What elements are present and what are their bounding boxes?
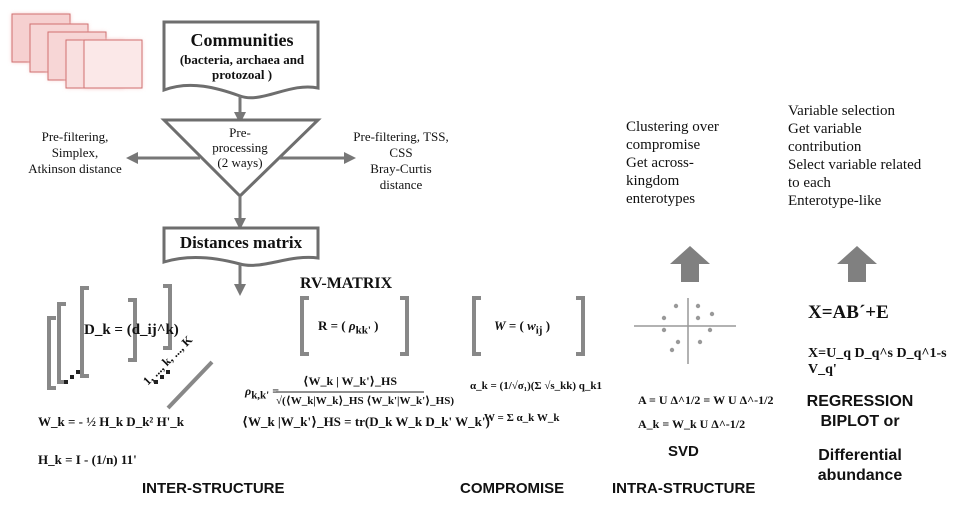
var-line1: Variable selection (788, 103, 896, 119)
up-arrow-regression (837, 246, 877, 282)
svd-scatter-plot (634, 298, 736, 364)
h-formula: H_k = I - (1/n) 11' (38, 452, 137, 467)
rho-numerator: ⟨W_k | W_k'⟩_HS (302, 374, 398, 388)
clustering-line1: Clustering over (626, 119, 719, 135)
clustering-line2: compromise (626, 137, 701, 153)
rho-lhs-symbol: ρ (245, 384, 252, 398)
compromise-W: W (494, 318, 506, 333)
var-line6: Enterotype-like (788, 193, 882, 209)
var-line2: Get variable (788, 121, 862, 137)
compromise-w-formula: W = ( wij ) (494, 318, 551, 337)
rv-R: R (318, 318, 328, 333)
w-formula: W_k = - ½ H_k D_k² H'_k (38, 414, 185, 429)
regression-label-line2: BIPLOT or (820, 413, 900, 430)
variable-selection-text: Variable selection Get variable contribu… (788, 102, 921, 210)
up-arrow-intra (670, 246, 710, 282)
var-line3: contribution (788, 139, 862, 155)
regression-label-line1: REGRESSION (806, 393, 914, 410)
rv-matrix-formula: R = ( ρkk' ) (318, 318, 379, 337)
left-branch-line3: Atkinson distance (28, 161, 122, 176)
preprocessing-label: Pre- processing (2 ways) (200, 125, 280, 170)
w-sum-formula: W = Σ α_k W_k (484, 412, 560, 424)
var-line5: to each (788, 175, 831, 191)
right-branch-line2: CSS (389, 145, 413, 160)
x-formula-2: X=U_q D_q^s D_q^1-s V_q' (808, 346, 947, 377)
alpha-formula: α_k = (1/√σ₁)(Σ √s_kk) q_k1 (470, 380, 603, 392)
left-branch-text: Pre-filtering, Simplex, Atkinson distanc… (10, 129, 140, 177)
differential-label-line2: abundance (817, 467, 903, 484)
clustering-line4: kingdom (626, 173, 680, 189)
inner-product-formula: ⟨W_k |W_k'⟩_HS = tr(D_k W_k D_k' W_k') (242, 414, 490, 429)
clustering-line5: enterotypes (626, 191, 696, 207)
right-branch-text: Pre-filtering, TSS, CSS Bray-Curtis dist… (336, 129, 466, 193)
svd-label: SVD (668, 443, 699, 460)
var-line4: Select variable related (788, 157, 922, 173)
stacked-matrices-icon (11, 13, 143, 89)
diagonal-arrow (166, 360, 214, 410)
ellipsis-dots (64, 370, 170, 384)
x-formula: X=AB´+E (808, 302, 889, 323)
compromise-w-sub: ij (535, 324, 543, 337)
communities-subtitle-line1: (bacteria, archaea and (179, 52, 305, 67)
regression-label: REGRESSION BIPLOT or (800, 392, 920, 432)
right-branch-line3: Bray-Curtis (370, 161, 432, 176)
rho-denominator: √(⟨W_k|W_k⟩_HS ⟨W_k'|W_k'⟩_HS) (276, 395, 454, 407)
preprocessing-line3: (2 ways) (217, 155, 263, 170)
distances-title: Distances matrix (179, 233, 303, 252)
differential-label-line1: Differential (818, 447, 902, 464)
stacked-matrix-brackets (47, 284, 172, 390)
inter-structure-label: INTER-STRUCTURE (142, 480, 285, 497)
rv-matrix-title: RV-MATRIX (300, 275, 393, 292)
left-branch-line2: Simplex, (51, 145, 99, 160)
rv-matrix-brackets (300, 296, 409, 356)
communities-subtitle: (bacteria, archaea and protozoal ) (166, 52, 318, 82)
communities-subtitle-line2: protozoal ) (211, 67, 273, 82)
right-branch-line4: distance (379, 177, 423, 192)
a-formula: A = U Δ^1/2 = W U Δ^-1/2 (638, 393, 774, 407)
rho-lhs: ρk,k' = (245, 384, 280, 402)
preprocessing-line2: processing (212, 140, 268, 155)
clustering-text: Clustering over compromise Get across- k… (626, 118, 719, 208)
intra-structure-label: INTRA-STRUCTURE (612, 480, 756, 497)
compromise-label: COMPROMISE (460, 480, 565, 497)
rho-lhs-sub: k,k' (251, 389, 270, 402)
clustering-line3: Get across- (626, 155, 694, 171)
ak-formula: A_k = W_k U Δ^-1/2 (638, 417, 746, 431)
rv-rho: ρ (348, 318, 356, 333)
preprocessing-line1: Pre- (229, 125, 251, 140)
differential-label: Differential abundance (800, 446, 920, 486)
rv-rho-sub: kk' (355, 324, 371, 337)
d-matrix-formula: D_k = (d_ij^k) (84, 322, 179, 338)
compromise-brackets (472, 296, 585, 356)
right-branch-line1: Pre-filtering, TSS, (353, 129, 449, 144)
communities-title: Communities (190, 30, 294, 50)
preprocessing-triangle (160, 118, 322, 199)
left-branch-line1: Pre-filtering, (41, 129, 109, 144)
compromise-w-elem: w (527, 318, 536, 333)
